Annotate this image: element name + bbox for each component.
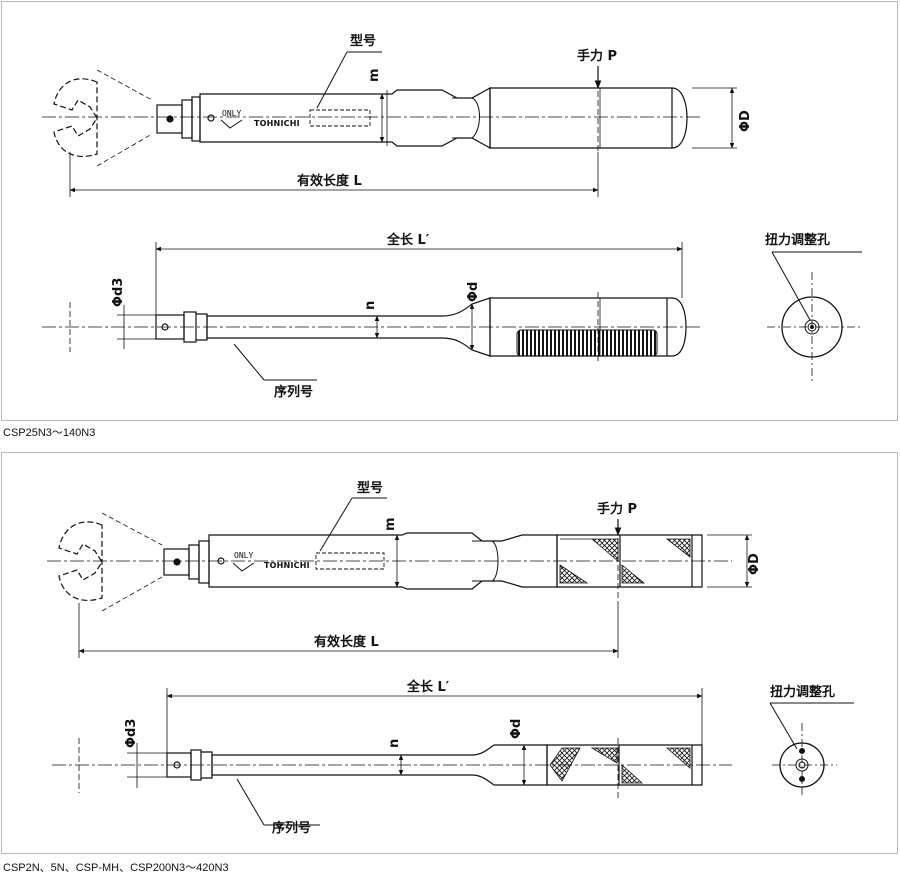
only-text: ONLY — [234, 551, 253, 560]
top-view-wrench — [52, 738, 732, 798]
phi-D-dimension: ΦD — [738, 110, 753, 132]
overall-length-label: 全长 L′ — [386, 232, 430, 248]
phi-d3-dimension: Φd3 — [124, 719, 139, 748]
top-caption: CSP25N3～140N3 — [3, 427, 96, 439]
overall-length-label: 全长 L′ — [406, 679, 450, 695]
model-no-label: 型号 — [350, 33, 376, 49]
grip-ribs — [516, 329, 658, 357]
phi-d-dimension: Φd — [466, 282, 481, 302]
side-view-wrench — [42, 69, 702, 167]
end-view — [767, 272, 862, 382]
grip — [489, 87, 688, 149]
serial-no-label: 序列号 — [274, 384, 313, 400]
n-dimension: n — [387, 739, 402, 748]
bottom-drawing: ONLY TOHNICHI 型号 m 手力 P ΦD 有效长度 L 全长 L′ … — [47, 480, 854, 836]
phi-d3-dimension: Φd3 — [111, 278, 126, 307]
brand-text: TOHNICHI — [254, 119, 300, 128]
top-drawing: ONLY TOHNICHI 型号 m 手力 P ΦD 有效长度 L 全长 L′ — [42, 33, 862, 400]
brand-text: TOHNICHI — [264, 561, 310, 570]
m-dimension: m — [383, 517, 398, 531]
spanner-head-outline — [53, 78, 98, 157]
effective-length-label: 有效长度 L — [314, 634, 379, 650]
serial-no-label: 序列号 — [272, 820, 311, 836]
grip — [489, 297, 687, 357]
bottom-caption: CSP2N、5N、CSP-MH、CSP200N3～420N3 — [3, 862, 229, 874]
top-drawing-panel: ONLY TOHNICHI 型号 m 手力 P ΦD 有效长度 L 全长 L′ — [1, 1, 898, 421]
model-no-label: 型号 — [357, 480, 383, 496]
adjust-hole-label: 扭力调整孔 — [765, 232, 830, 248]
model-label-box — [309, 109, 371, 127]
hand-force-label: 手力 P — [597, 501, 637, 517]
end-view — [772, 723, 837, 798]
only-text: ONLY — [222, 109, 241, 118]
effective-length-label: 有效长度 L — [297, 173, 362, 189]
m-dimension: m — [367, 68, 382, 82]
phi-d-dimension: Φd — [509, 719, 524, 739]
body — [199, 86, 491, 150]
hand-force-label: 手力 P — [577, 48, 617, 64]
adjust-hole-label: 扭力调整孔 — [770, 684, 835, 700]
phi-D-dimension: ΦD — [747, 553, 762, 575]
bottom-drawing-panel: ONLY TOHNICHI 型号 m 手力 P ΦD 有效长度 L 全长 L′ … — [1, 452, 898, 854]
n-dimension: n — [363, 301, 378, 310]
